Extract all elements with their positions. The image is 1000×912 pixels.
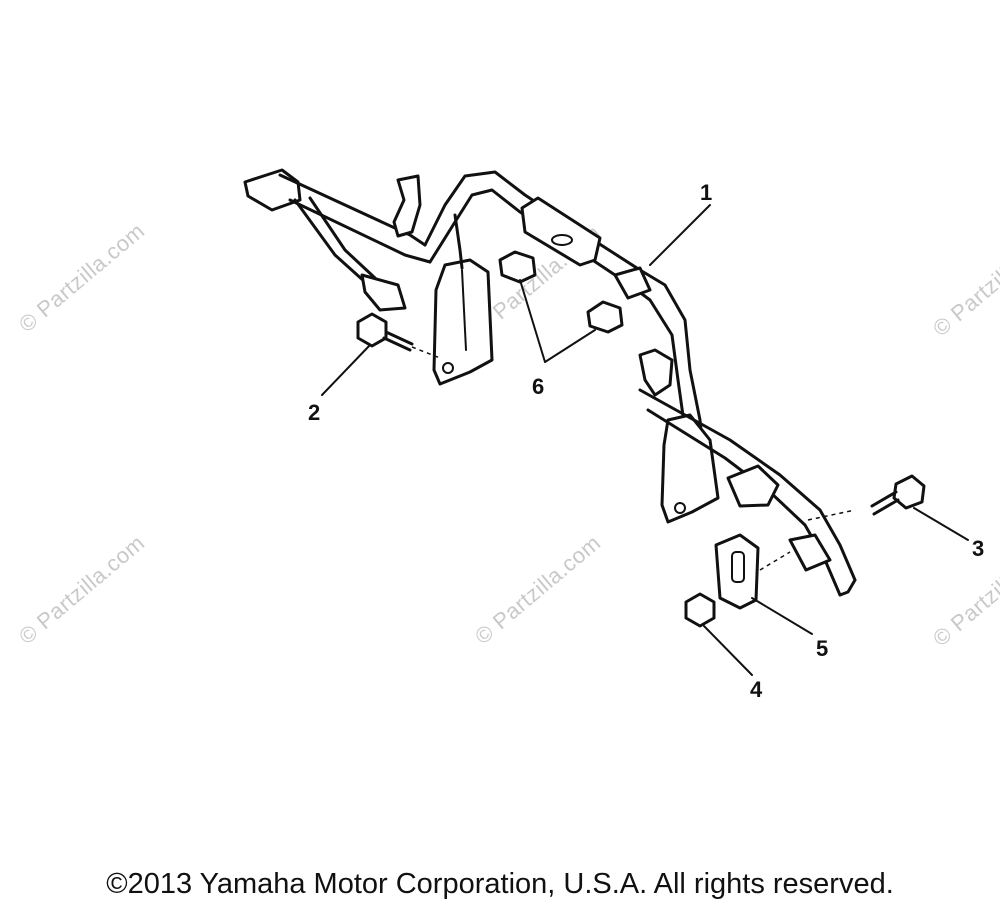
callout-5: 5 [816, 636, 828, 661]
callout-1: 1 [700, 180, 712, 205]
copyright-notice: ©2013 Yamaha Motor Corporation, U.S.A. A… [106, 868, 894, 900]
callout-4: 4 [750, 677, 763, 702]
bolt-right [870, 474, 969, 541]
clamp-block [714, 533, 813, 635]
bracket-frame [243, 168, 857, 597]
callout-6: 6 [532, 374, 544, 399]
callout-2: 2 [308, 400, 320, 425]
clip-parts [498, 250, 624, 363]
callout-3: 3 [972, 536, 984, 561]
bolt-left [321, 312, 441, 396]
nut [684, 592, 753, 676]
